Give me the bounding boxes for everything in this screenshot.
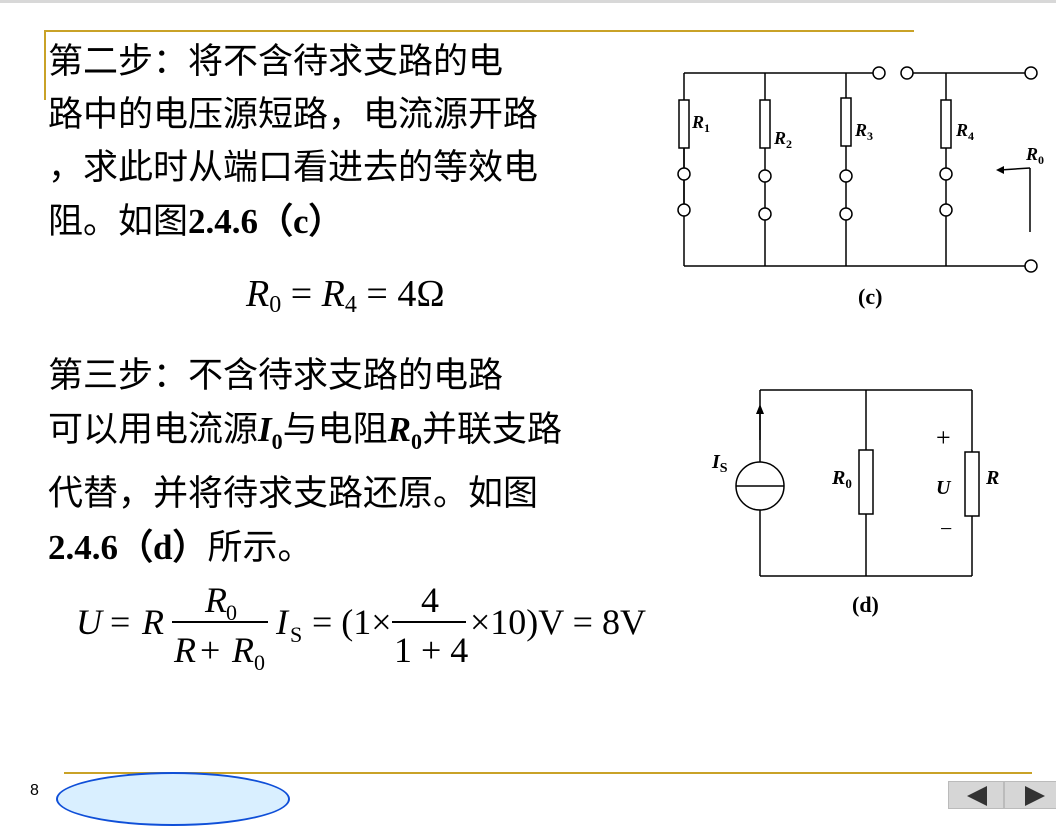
node-r1-a <box>677 167 691 181</box>
label-r1-sub: 1 <box>704 121 710 135</box>
label-r3-sub: 3 <box>867 129 873 143</box>
eq2-den2: 1 + 4 <box>394 630 468 670</box>
current-arrow-icon <box>756 404 764 414</box>
step2-line1: 第二步：将不含待求支路的电 <box>48 42 504 82</box>
svg-text:R4: R4 <box>955 120 974 143</box>
node-r2-a <box>758 169 772 183</box>
label-is: I <box>711 451 721 473</box>
node-r2-b <box>758 207 772 221</box>
eq2-den-sub: 0 <box>254 650 265 675</box>
label-r0-d-sub: 0 <box>845 476 852 491</box>
figure-ref-c: 2.4.6（c） <box>188 202 344 241</box>
arrow-left-icon <box>967 786 987 806</box>
node-r4-a <box>939 167 953 181</box>
step3-line2c: 并联支路 <box>422 410 563 450</box>
step3-line2a: 可以用电流源 <box>48 410 259 450</box>
node-r3-b <box>839 207 853 221</box>
step3-line1: 第三步：不含待求支路的电路 <box>48 356 504 396</box>
resistor-r0-d <box>858 449 874 515</box>
svg-text:IS: IS <box>711 451 728 476</box>
next-slide-button[interactable] <box>1004 781 1056 809</box>
step3-line2b: 与电阻 <box>282 410 388 450</box>
label-is-sub: S <box>720 461 728 476</box>
svg-text:R3: R3 <box>854 120 873 143</box>
resistor-r2 <box>759 99 771 149</box>
resistor-r3 <box>840 97 852 147</box>
terminal-c-3 <box>1024 66 1038 80</box>
eq2-num2: 4 <box>421 580 439 620</box>
figure-ref-d: 2.4.6（d） <box>48 528 208 567</box>
label-r0-c-sub: 0 <box>1038 153 1044 167</box>
resistor-r4 <box>940 99 952 149</box>
accent-line-top <box>44 30 914 32</box>
label-r-d: R <box>985 467 999 489</box>
eq2-is-sub: S <box>290 622 302 647</box>
eq2-den-r: R <box>173 630 196 670</box>
eq2-middle-post: ×10)V = 8V <box>470 602 646 642</box>
eq2-eq1: = <box>110 602 130 642</box>
label-r1: R <box>691 112 704 132</box>
svg-text:R0: R0 <box>831 467 852 491</box>
footer-line <box>64 772 1032 774</box>
svg-text:R0: R0 <box>1025 144 1044 167</box>
accent-line-left <box>44 30 46 100</box>
step3-i: I <box>258 410 272 449</box>
eq1-r: R <box>246 273 270 315</box>
top-border <box>0 0 1056 3</box>
eq2-den-plus: + <box>200 630 220 670</box>
eq2-is: I <box>275 602 290 642</box>
caption-c: (c) <box>858 284 882 309</box>
terminal-c-4 <box>1024 259 1038 273</box>
node-r1-b <box>677 203 691 217</box>
resistor-r-d <box>964 451 980 517</box>
page-number: 8 <box>30 782 39 799</box>
eq2-num-sub: 0 <box>226 600 237 625</box>
current-source-icon <box>735 461 785 511</box>
step3-i-sub: 0 <box>271 429 283 454</box>
eq1-r4: R <box>321 273 345 315</box>
label-r0-c: R <box>1025 144 1038 164</box>
eq2-u: U <box>76 602 104 642</box>
eq2-num-r: R <box>204 580 227 620</box>
eq1-value: 4Ω <box>397 273 445 315</box>
label-r3: R <box>854 120 867 140</box>
step3-line3: 代替，并将待求支路还原。如图 <box>48 474 539 514</box>
eq2-middle-pre: = (1× <box>312 602 392 642</box>
eq2-r: R <box>141 602 164 642</box>
arrow-head-icon <box>996 166 1004 174</box>
step2-paragraph: 第二步：将不含待求支路的电 路中的电压源短路，电流源开路 ，求此时从端口看进去的… <box>48 36 648 249</box>
label-plus: + <box>936 423 951 452</box>
node-r3-a <box>839 169 853 183</box>
footer-oval-decoration <box>56 772 290 826</box>
label-r0-d: R <box>831 467 845 489</box>
caption-d: (d) <box>852 592 879 617</box>
equation-r0: R0 = R4 = 4Ω <box>246 273 445 318</box>
step3-r-sub: 0 <box>411 429 423 454</box>
step2-line3: ，求此时从端口看进去的等效电 <box>48 148 539 188</box>
label-r4-sub: 4 <box>968 129 974 143</box>
label-u: U <box>936 477 952 499</box>
label-r4: R <box>955 120 968 140</box>
label-minus: − <box>940 516 952 541</box>
eq1-r-sub: 0 <box>269 292 282 318</box>
terminal-c-2 <box>900 66 914 80</box>
step2-line2: 路中的电压源短路，电流源开路 <box>48 95 539 135</box>
eq1-r4-sub: 4 <box>344 292 357 318</box>
eq2-den-r0: R <box>231 630 254 670</box>
label-r2-sub: 2 <box>786 137 792 151</box>
step2-line4: 阻。如图 <box>48 202 189 242</box>
svg-text:R2: R2 <box>773 128 792 151</box>
resistor-r1 <box>678 99 690 149</box>
label-r2: R <box>773 128 786 148</box>
step3-paragraph: 第三步：不含待求支路的电路 可以用电流源I0与电阻R0并联支路 代替，并将待求支… <box>48 350 668 575</box>
previous-slide-button[interactable] <box>948 781 1004 809</box>
arrow-right-icon <box>1025 786 1045 806</box>
step3-line4: 所示。 <box>207 528 313 568</box>
svg-text:R1: R1 <box>691 112 710 135</box>
terminal-c-1 <box>872 66 886 80</box>
node-r4-b <box>939 203 953 217</box>
step3-r: R <box>387 410 412 449</box>
